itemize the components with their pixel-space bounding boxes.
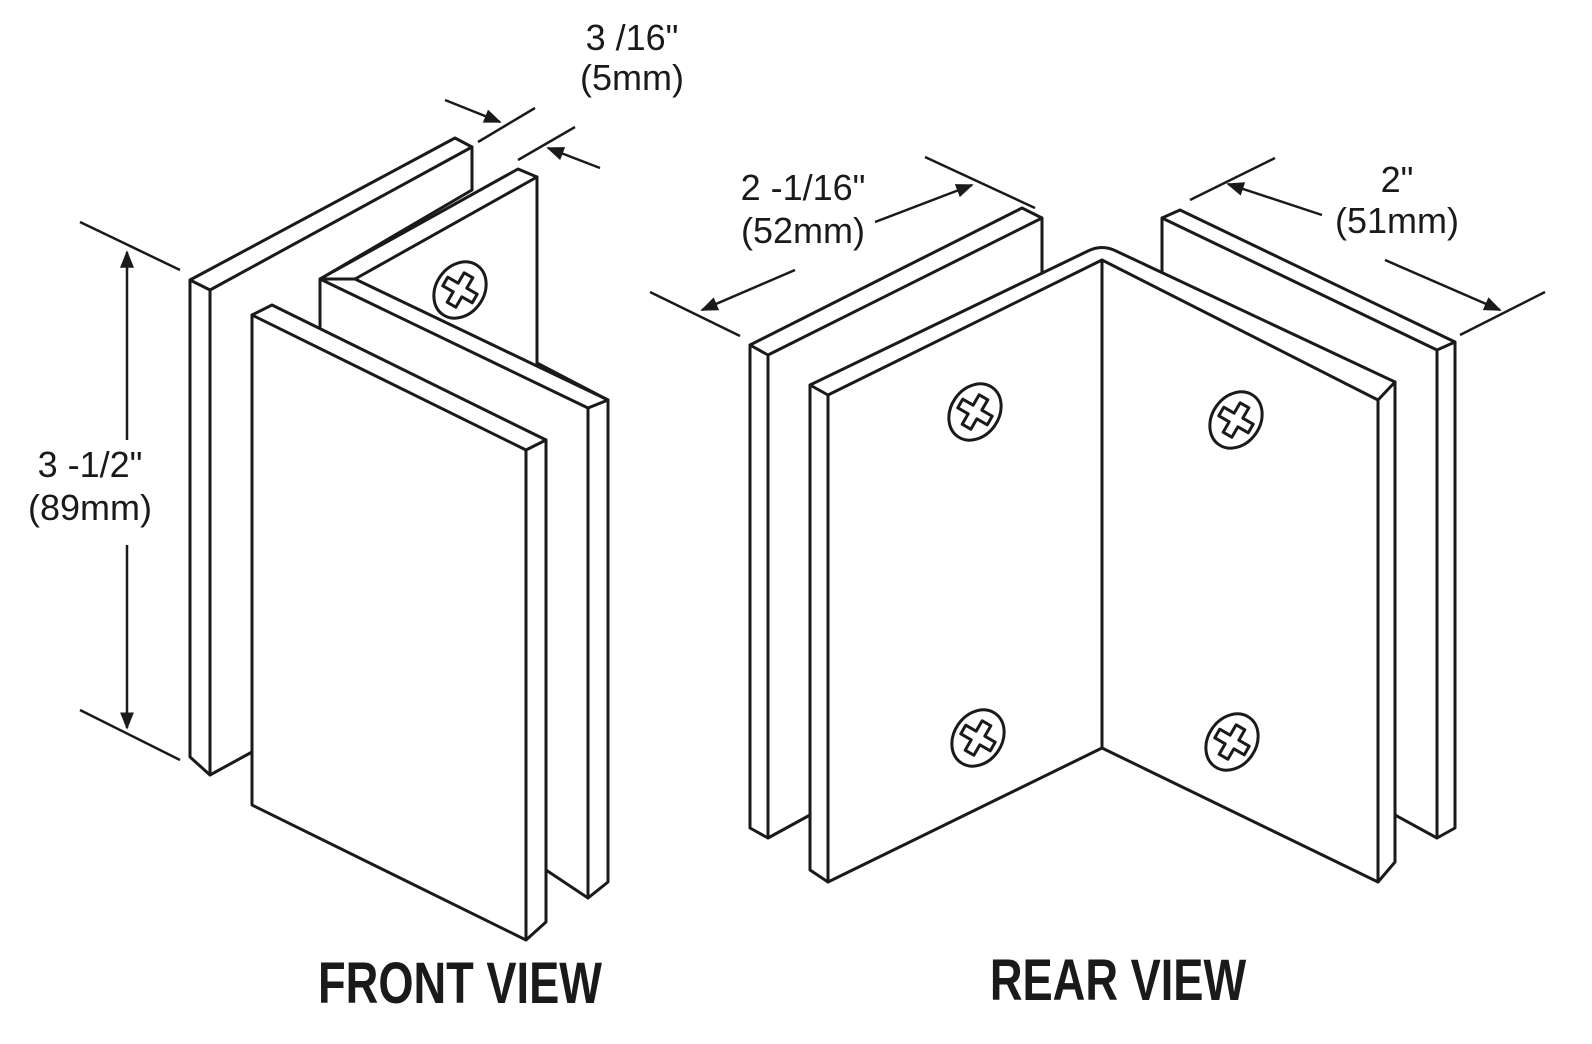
right-depth-imperial-label: 2": [1381, 159, 1414, 200]
rear-dimension-lines: [649, 155, 1546, 338]
height-metric-label: (89mm): [28, 487, 152, 528]
left-depth-metric-label: (52mm): [741, 210, 865, 251]
left-depth-imperial-label: 2 -1/16": [741, 167, 866, 208]
rear-view-title: REAR VIEW: [990, 949, 1247, 1014]
front-view-title: FRONT VIEW: [318, 952, 603, 1017]
rear-view-hinge: [748, 206, 1457, 884]
front-dimension-lines: [79, 98, 601, 762]
thickness-imperial-label: 3 /16": [586, 17, 679, 58]
thickness-metric-label: (5mm): [580, 57, 684, 98]
right-depth-metric-label: (51mm): [1335, 200, 1459, 241]
front-view-hinge: [188, 136, 610, 942]
height-imperial-label: 3 -1/2": [38, 444, 143, 485]
